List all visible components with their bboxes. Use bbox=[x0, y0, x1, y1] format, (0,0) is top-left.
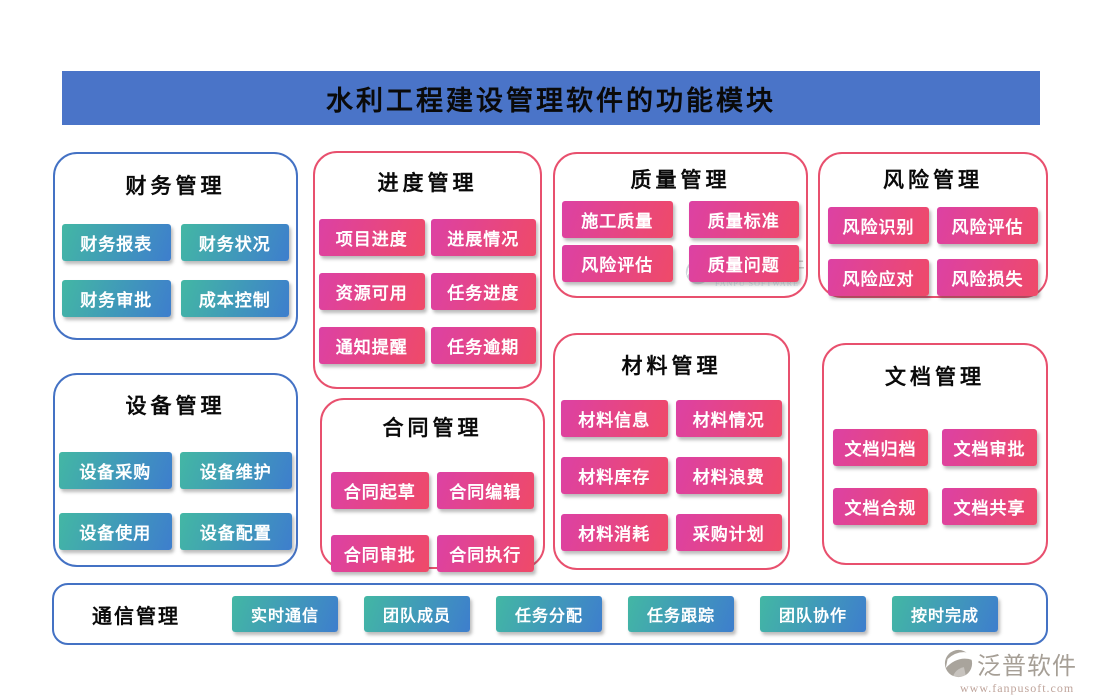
module-title: 风险管理 bbox=[883, 168, 983, 192]
feature-button[interactable]: 任务跟踪 bbox=[628, 596, 734, 632]
feature-button[interactable]: 项目进度 bbox=[319, 219, 425, 256]
feature-button[interactable]: 任务分配 bbox=[496, 596, 602, 632]
module-panel-progress: 进度管理项目进度进展情况资源可用任务进度通知提醒任务逾期 bbox=[313, 151, 542, 389]
brand-url: www.fanpusoft.com bbox=[960, 681, 1075, 695]
feature-button[interactable]: 按时完成 bbox=[892, 596, 998, 632]
feature-button[interactable]: 进展情况 bbox=[430, 219, 536, 256]
communication-title: 通信管理 bbox=[92, 605, 180, 628]
brand-footer: 泛普软件 www.fanpusoft.com bbox=[944, 646, 1094, 696]
feature-button[interactable]: 通知提醒 bbox=[319, 327, 425, 364]
module-buttons: 设备采购设备维护设备使用设备配置 bbox=[55, 452, 296, 550]
feature-button[interactable]: 团队成员 bbox=[364, 596, 470, 632]
feature-button[interactable]: 财务审批 bbox=[62, 280, 171, 317]
feature-button[interactable]: 成本控制 bbox=[180, 280, 289, 317]
feature-button[interactable]: 文档共享 bbox=[942, 488, 1037, 525]
feature-button[interactable]: 财务报表 bbox=[62, 224, 171, 261]
feature-button[interactable]: 采购计划 bbox=[675, 514, 782, 551]
feature-button[interactable]: 材料情况 bbox=[675, 400, 782, 437]
feature-button[interactable]: 任务逾期 bbox=[430, 327, 536, 364]
feature-button[interactable]: 设备使用 bbox=[59, 513, 172, 550]
feature-button[interactable]: 设备维护 bbox=[179, 452, 292, 489]
feature-button[interactable]: 合同编辑 bbox=[436, 472, 534, 509]
module-panel-quality: 质量管理施工质量质量标准风险评估质量问题 bbox=[553, 152, 808, 298]
module-title: 进度管理 bbox=[377, 171, 478, 195]
feature-button[interactable]: 材料库存 bbox=[561, 457, 668, 494]
module-title: 合同管理 bbox=[382, 416, 483, 440]
module-title: 设备管理 bbox=[125, 394, 226, 418]
feature-button[interactable]: 任务进度 bbox=[430, 273, 536, 310]
module-buttons: 合同起草合同编辑合同审批合同执行 bbox=[322, 472, 543, 572]
feature-button[interactable]: 财务状况 bbox=[180, 224, 289, 261]
module-title: 材料管理 bbox=[621, 354, 722, 378]
feature-button[interactable]: 设备采购 bbox=[59, 452, 172, 489]
title-banner: 水利工程建设管理软件的功能模块 bbox=[62, 71, 1040, 125]
module-buttons: 项目进度进展情况资源可用任务进度通知提醒任务逾期 bbox=[315, 219, 540, 364]
feature-button[interactable]: 风险评估 bbox=[562, 245, 673, 282]
feature-button[interactable]: 实时通信 bbox=[232, 596, 338, 632]
module-panel-contract: 合同管理合同起草合同编辑合同审批合同执行 bbox=[320, 398, 545, 572]
feature-button[interactable]: 风险识别 bbox=[828, 207, 929, 244]
feature-button[interactable]: 合同起草 bbox=[331, 472, 429, 509]
module-panel-risk: 风险管理风险识别风险评估风险应对风险损失 bbox=[818, 152, 1048, 298]
module-panel-finance: 财务管理财务报表财务状况财务审批成本控制 bbox=[53, 152, 298, 340]
feature-button[interactable]: 材料信息 bbox=[561, 400, 668, 437]
feature-button[interactable]: 合同审批 bbox=[331, 535, 429, 572]
module-buttons: 文档归档文档审批文档合规文档共享 bbox=[824, 429, 1046, 525]
feature-button[interactable]: 材料浪费 bbox=[675, 457, 782, 494]
feature-button[interactable]: 施工质量 bbox=[562, 201, 673, 238]
feature-button[interactable]: 风险损失 bbox=[937, 259, 1038, 296]
feature-button[interactable]: 设备配置 bbox=[179, 513, 292, 550]
module-title: 财务管理 bbox=[125, 174, 226, 198]
feature-button[interactable]: 质量问题 bbox=[688, 245, 799, 282]
feature-button[interactable]: 文档审批 bbox=[942, 429, 1037, 466]
feature-button[interactable]: 团队协作 bbox=[760, 596, 866, 632]
module-buttons: 风险识别风险评估风险应对风险损失 bbox=[820, 207, 1046, 296]
module-panel-document: 文档管理文档归档文档审批文档合规文档共享 bbox=[822, 343, 1048, 565]
feature-button[interactable]: 文档合规 bbox=[833, 488, 928, 525]
communication-bar: 通信管理 实时通信团队成员任务分配任务跟踪团队协作按时完成 bbox=[52, 583, 1048, 645]
communication-buttons: 实时通信团队成员任务分配任务跟踪团队协作按时完成 bbox=[232, 596, 998, 632]
feature-button[interactable]: 合同执行 bbox=[436, 535, 534, 572]
module-buttons: 财务报表财务状况财务审批成本控制 bbox=[55, 224, 296, 317]
module-panel-material: 材料管理材料信息材料情况材料库存材料浪费材料消耗采购计划 bbox=[553, 333, 790, 570]
feature-button[interactable]: 资源可用 bbox=[319, 273, 425, 310]
module-title: 质量管理 bbox=[630, 168, 731, 192]
feature-button[interactable]: 材料消耗 bbox=[561, 514, 668, 551]
feature-button[interactable]: 文档归档 bbox=[833, 429, 928, 466]
feature-button[interactable]: 风险应对 bbox=[828, 259, 929, 296]
module-buttons: 施工质量质量标准风险评估质量问题 bbox=[555, 201, 806, 282]
feature-button[interactable]: 风险评估 bbox=[937, 207, 1038, 244]
module-buttons: 材料信息材料情况材料库存材料浪费材料消耗采购计划 bbox=[555, 400, 788, 551]
brand-name: 泛普软件 bbox=[977, 654, 1077, 680]
module-title: 文档管理 bbox=[885, 365, 985, 389]
brand-logo-icon bbox=[944, 649, 973, 678]
page-title: 水利工程建设管理软件的功能模块 bbox=[326, 85, 776, 116]
feature-button[interactable]: 质量标准 bbox=[688, 201, 799, 238]
module-panel-equipment: 设备管理设备采购设备维护设备使用设备配置 bbox=[53, 373, 298, 567]
